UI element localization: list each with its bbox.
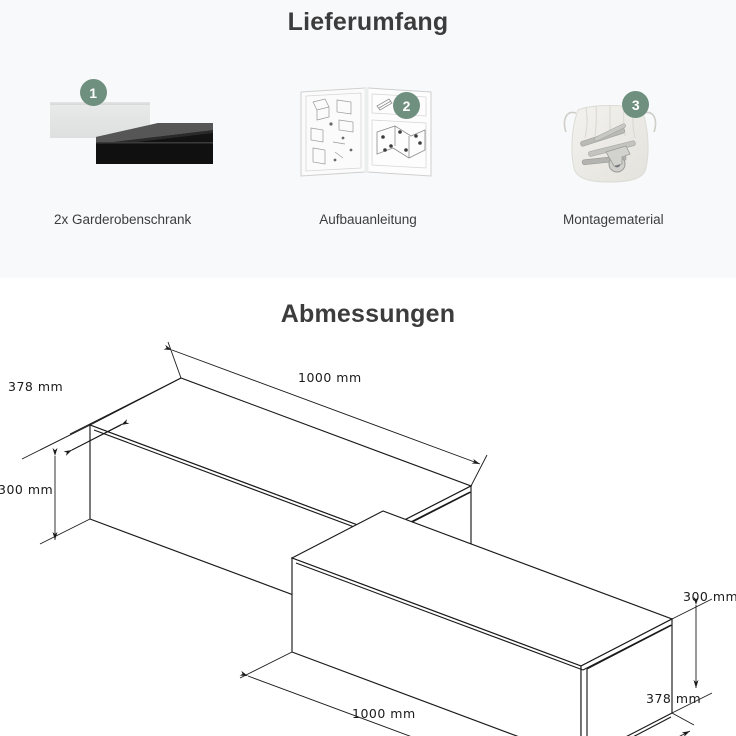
scope-item-hardware[interactable]: 3 Montagematerial bbox=[513, 80, 713, 227]
page-title-lieferumfang: Lieferumfang bbox=[287, 8, 449, 36]
dim-label-bottom-width: 1000 mm bbox=[352, 706, 416, 721]
abmessungen-section: Abmessungen bbox=[0, 278, 736, 736]
scope-item-label-cabinets: 2x Garderobenschrank bbox=[53, 212, 192, 227]
dim-label-bottom-depth: 378 mm bbox=[646, 691, 701, 706]
instruction-booklet-icon: 2 bbox=[273, 80, 463, 198]
cabinet-pair-icon: 1 bbox=[28, 79, 218, 198]
dim-label-top-width: 1000 mm bbox=[298, 370, 362, 385]
hardware-bag-icon: 3 bbox=[518, 80, 708, 198]
badge-2: 2 bbox=[392, 92, 420, 119]
dim-label-bottom-height: 300 mm bbox=[683, 589, 736, 604]
dim-label-top-height: 300 mm bbox=[0, 482, 53, 497]
lieferumfang-section: Lieferumfang bbox=[0, 0, 736, 278]
badge-1: 1 bbox=[79, 79, 107, 106]
dimension-drawing: 378 mm 1000 mm 300 mm 300 mm 378 mm 1000… bbox=[0, 341, 736, 736]
hardware-bag-illustration bbox=[563, 105, 657, 183]
scope-item-label-hardware: Montagematerial bbox=[563, 212, 664, 227]
cabinet-pair-illustration bbox=[49, 102, 213, 164]
page-title-abmessungen: Abmessungen bbox=[280, 300, 456, 328]
scope-item-list: 1 2x Garderobenschrank bbox=[0, 79, 736, 227]
scope-item-label-manual: Aufbauanleitung bbox=[319, 212, 417, 227]
booklet-illustration bbox=[300, 87, 432, 177]
badge-3: 3 bbox=[622, 91, 650, 118]
dim-label-top-depth: 378 mm bbox=[8, 379, 63, 394]
scope-item-manual[interactable]: 2 Aufbauanleitung bbox=[268, 80, 468, 227]
scope-item-cabinets[interactable]: 1 2x Garderobenschrank bbox=[23, 79, 223, 227]
